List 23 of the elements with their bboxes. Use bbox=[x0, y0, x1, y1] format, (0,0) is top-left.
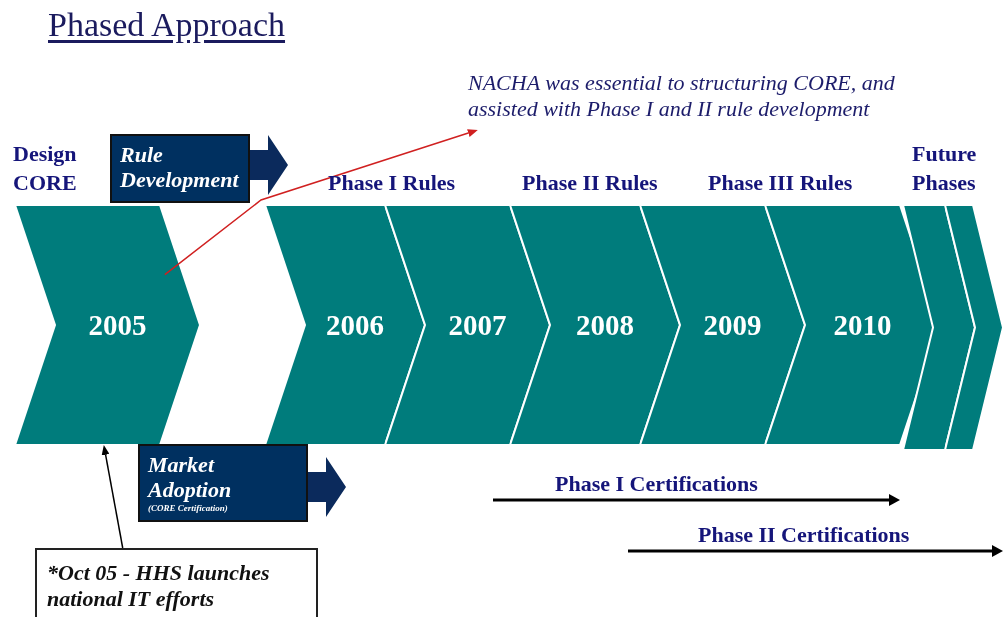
note-box: *Oct 05 - HHS launches national IT efforts bbox=[35, 548, 318, 617]
phase-label: Phase II Rules bbox=[522, 169, 659, 197]
year-label: 2008 bbox=[575, 308, 635, 342]
phase-box bbox=[110, 134, 250, 203]
phase-label: Future Phases bbox=[912, 140, 978, 197]
phase-label: Phase II Certifications bbox=[698, 521, 911, 549]
phase-box bbox=[138, 444, 308, 522]
block-arrow bbox=[308, 456, 346, 517]
box-title: Rule Development bbox=[120, 142, 240, 193]
year-label: 2006 bbox=[325, 308, 385, 342]
annotation-text: NACHA was essential to structuring CORE, and assisted with Phase I and II rule development bbox=[468, 70, 960, 130]
phase-label: Design CORE bbox=[13, 140, 78, 197]
box-subtitle: (CORE Certification) bbox=[148, 502, 229, 514]
block-arrow bbox=[250, 135, 288, 196]
phase-label: Phase III Rules bbox=[708, 169, 854, 197]
year-label: 2010 bbox=[832, 308, 893, 342]
phase-label: Phase I Certifications bbox=[555, 470, 759, 498]
year-label: 2007 bbox=[447, 308, 508, 342]
year-label: 2009 bbox=[702, 308, 763, 342]
year-label: 2005 bbox=[87, 308, 148, 342]
title: Phased Approach bbox=[48, 6, 285, 44]
box-title: Market Adoption bbox=[148, 452, 233, 503]
phase-label: Phase I Rules bbox=[328, 169, 457, 197]
